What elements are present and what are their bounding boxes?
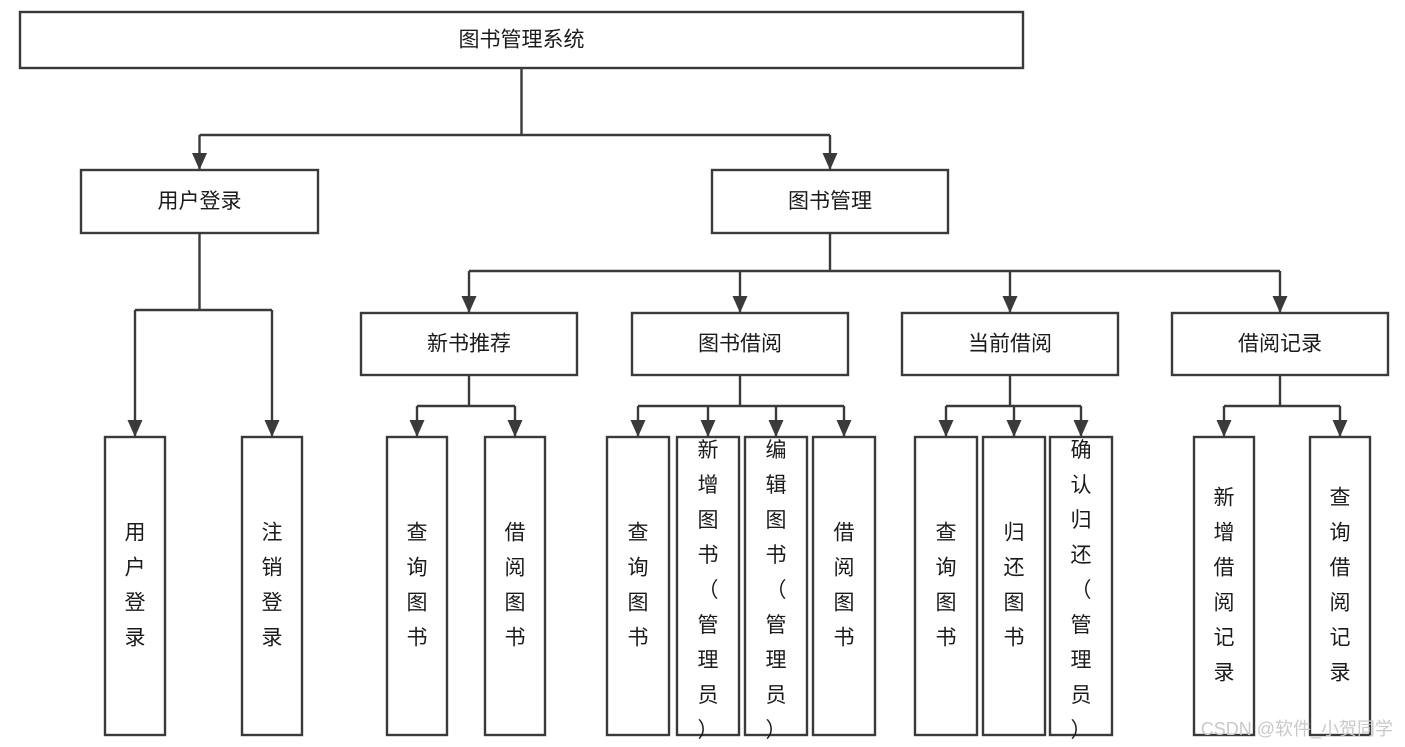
node-label: 查询图书	[936, 521, 957, 649]
node-box-查询图书	[385, 435, 449, 737]
node-box-查询借阅记录	[1308, 435, 1372, 737]
node-box-归还图书	[981, 435, 1047, 737]
node-box-用户登录	[103, 435, 167, 737]
node-用户登录[interactable]: 用户登录	[103, 435, 167, 737]
arrow-head-icon	[768, 420, 784, 437]
node-查询图书[interactable]: 查询图书	[385, 435, 449, 737]
node-借阅记录[interactable]: 借阅记录	[1170, 311, 1390, 377]
node-label: 注销登录	[262, 521, 283, 649]
node-图书管理[interactable]: 图书管理	[710, 168, 950, 235]
arrow-head-icon	[836, 420, 852, 437]
arrow-head-icon	[938, 420, 954, 437]
node-box-用户登录	[79, 168, 320, 235]
node-box-借阅图书	[483, 435, 547, 737]
node-label: 查询借阅记录	[1330, 486, 1351, 684]
node-label: 用户登录	[158, 190, 242, 213]
arrow-head-icon	[507, 420, 523, 437]
arrow-head-icon	[409, 420, 425, 437]
node-注销登录[interactable]: 注销登录	[240, 435, 304, 737]
node-box-新书推荐	[359, 311, 579, 377]
arrow-head-icon	[1272, 296, 1288, 313]
node-boxes: 图书管理系统用户登录图书管理新书推荐图书借阅当前借阅借阅记录用户登录注销登录查询…	[18, 10, 1390, 742]
node-label: 借阅记录	[1238, 333, 1322, 356]
node-查询图书[interactable]: 查询图书	[605, 435, 671, 737]
node-label: 确认归还（管理员）	[1071, 439, 1092, 742]
node-label: 查询图书	[628, 521, 649, 649]
node-box-图书借阅	[630, 311, 850, 377]
node-label: 用户登录	[125, 521, 146, 649]
node-用户登录[interactable]: 用户登录	[79, 168, 320, 235]
node-图书管理系统[interactable]: 图书管理系统	[18, 10, 1025, 70]
node-box-编辑图书管理员	[743, 435, 809, 737]
node-box-借阅记录	[1170, 311, 1390, 377]
node-查询借阅记录[interactable]: 查询借阅记录	[1308, 435, 1372, 737]
node-图书借阅[interactable]: 图书借阅	[630, 311, 850, 377]
node-label: 图书借阅	[698, 333, 782, 356]
node-box-借阅图书	[811, 435, 877, 737]
node-label: 归还图书	[1004, 521, 1025, 649]
node-box-新增借阅记录	[1192, 435, 1256, 737]
node-label: 图书管理	[788, 190, 872, 213]
node-box-查询图书	[605, 435, 671, 737]
arrow-head-icon	[1006, 420, 1022, 437]
node-box-图书管理	[710, 168, 950, 235]
node-box-确认归还管理员	[1048, 435, 1114, 737]
node-label: 借阅图书	[834, 521, 855, 649]
node-借阅图书[interactable]: 借阅图书	[811, 435, 877, 737]
node-label: 图书管理系统	[459, 29, 585, 52]
arrow-head-icon	[1002, 296, 1018, 313]
node-新增图书管理员[interactable]: 新增图书（管理员）	[675, 435, 741, 742]
connector-lines	[127, 68, 1348, 437]
node-label: 查询图书	[407, 521, 428, 649]
node-查询图书[interactable]: 查询图书	[913, 435, 979, 737]
node-box-新增图书管理员	[675, 435, 741, 737]
node-新书推荐[interactable]: 新书推荐	[359, 311, 579, 377]
node-编辑图书管理员[interactable]: 编辑图书（管理员）	[743, 435, 809, 742]
node-box-注销登录	[240, 435, 304, 737]
node-box-图书管理系统	[18, 10, 1025, 70]
node-新增借阅记录[interactable]: 新增借阅记录	[1192, 435, 1256, 737]
arrow-head-icon	[127, 420, 143, 437]
arrow-head-icon	[822, 153, 838, 170]
arrow-head-icon	[192, 153, 207, 170]
node-确认归还管理员[interactable]: 确认归还（管理员）	[1048, 435, 1114, 742]
node-label: 新增借阅记录	[1214, 486, 1235, 684]
node-归还图书[interactable]: 归还图书	[981, 435, 1047, 737]
arrow-head-icon	[630, 420, 646, 437]
arrow-head-icon	[264, 420, 280, 437]
arrow-head-icon	[1216, 420, 1232, 437]
node-label: 新书推荐	[427, 333, 511, 356]
node-label: 编辑图书（管理员）	[766, 439, 787, 742]
node-借阅图书[interactable]: 借阅图书	[483, 435, 547, 737]
node-当前借阅[interactable]: 当前借阅	[900, 311, 1120, 377]
node-box-查询图书	[913, 435, 979, 737]
arrow-head-icon	[1332, 420, 1348, 437]
node-box-当前借阅	[900, 311, 1120, 377]
arrow-head-icon	[700, 420, 716, 437]
node-label: 借阅图书	[505, 521, 526, 649]
arrow-head-icon	[732, 296, 748, 313]
node-label: 当前借阅	[968, 333, 1052, 356]
arrow-head-icon	[461, 296, 477, 313]
node-label: 新增图书（管理员）	[698, 439, 719, 742]
arrow-head-icon	[1073, 420, 1089, 437]
watermark-label: CSDN @软件_小贺同学	[1200, 719, 1393, 739]
